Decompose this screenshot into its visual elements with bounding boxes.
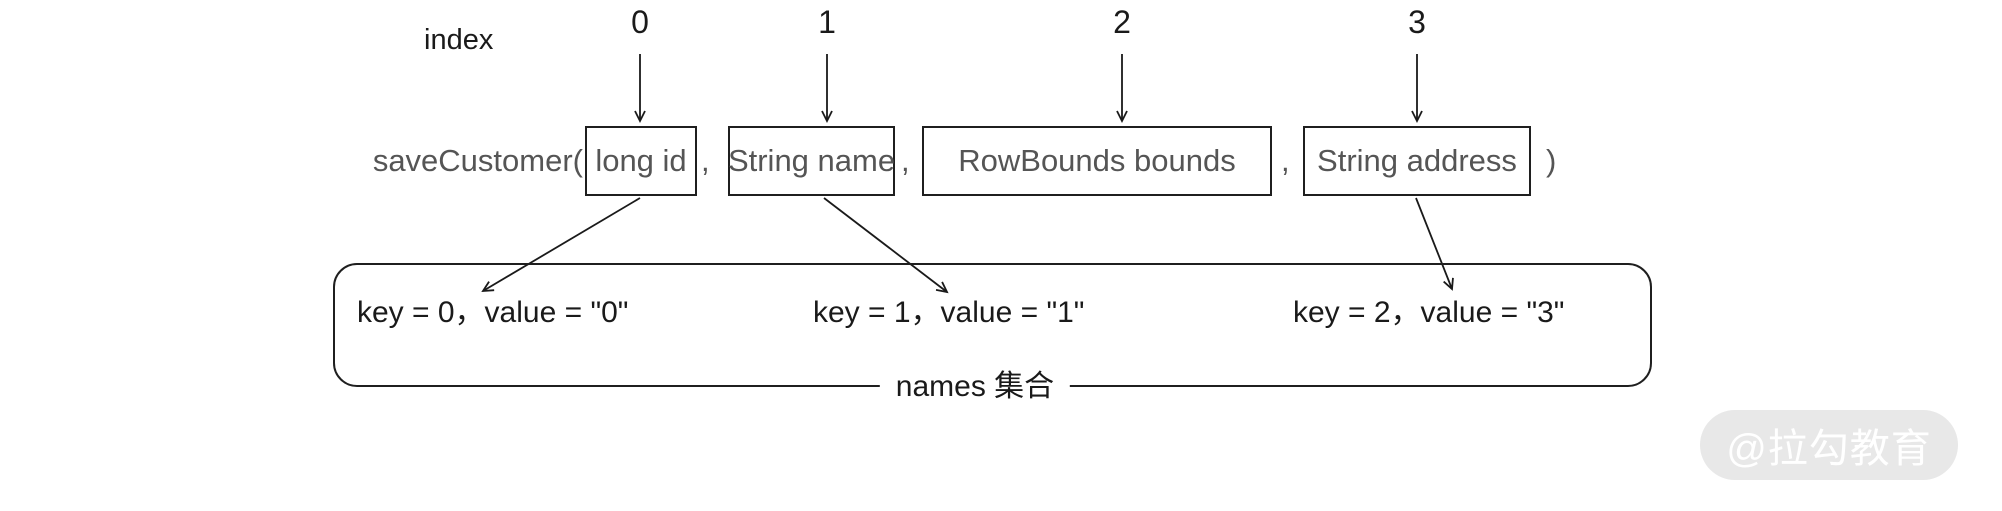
- comma-separator-3: ,: [1281, 143, 1290, 178]
- comma-separator-1: ,: [701, 143, 710, 178]
- map-entry-1: key = 1，value = "1": [813, 296, 1085, 329]
- index-number-0: 0: [631, 4, 649, 40]
- watermark-badge: @拉勾教育: [1700, 410, 1958, 480]
- param-box-long-id: long id: [585, 126, 697, 196]
- index-number-3: 3: [1408, 4, 1426, 40]
- param-box-string-name: String name: [728, 126, 895, 196]
- method-prefix: saveCustomer(: [372, 143, 583, 178]
- index-number-1: 1: [818, 4, 836, 40]
- param-box-rowbounds: RowBounds bounds: [922, 126, 1272, 196]
- param-label-string-name: String name: [727, 143, 896, 178]
- index-label: index: [424, 24, 494, 56]
- map-entry-0: key = 0，value = "0": [357, 296, 629, 329]
- index-number-2: 2: [1113, 4, 1131, 40]
- param-label-long-id: long id: [595, 143, 687, 178]
- param-box-string-address: String address: [1303, 126, 1531, 196]
- map-entry-2: key = 2，value = "3": [1293, 296, 1565, 329]
- method-suffix: ): [1546, 143, 1557, 178]
- names-map-label: names 集合: [879, 368, 1071, 406]
- param-label-rowbounds: RowBounds bounds: [958, 143, 1236, 178]
- comma-separator-2: ,: [901, 143, 910, 178]
- param-label-string-address: String address: [1317, 143, 1517, 178]
